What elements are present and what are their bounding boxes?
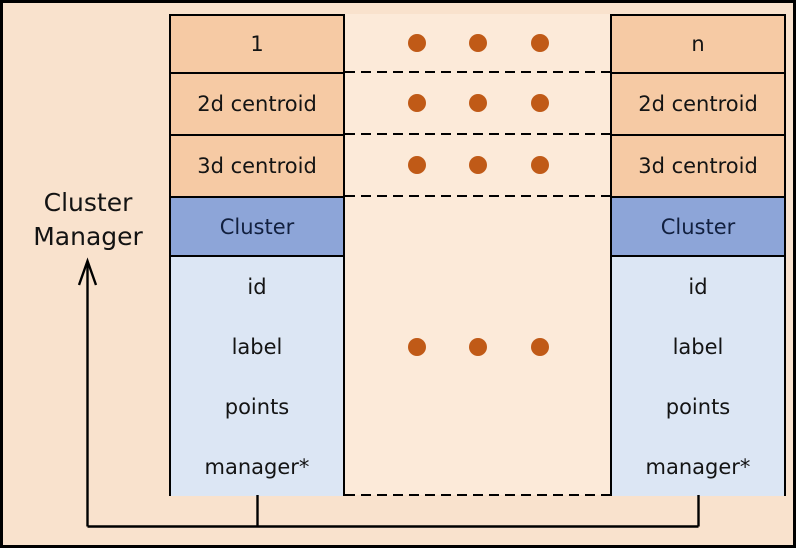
ellipsis-dot [408,34,426,52]
centroid-2d-cell: 2d centroid [612,74,784,136]
class-name-cell: Cluster [171,198,343,257]
attribute-list: id label points manager* [612,257,784,496]
index-cell: n [612,16,784,74]
ellipsis-dot [531,338,549,356]
ellipsis-dot [469,338,487,356]
ellipsis-dot [531,34,549,52]
attribute-manager-pointer: manager* [645,455,751,479]
cluster-manager-label-line1: Cluster [43,188,133,217]
gap-background [345,14,611,495]
ellipsis-dot [408,338,426,356]
attribute-list: id label points manager* [171,257,343,496]
attribute-label: label [231,335,283,359]
ellipsis-dot [469,94,487,112]
ellipsis-dot [531,94,549,112]
attribute-manager-pointer: manager* [204,455,310,479]
ellipsis-dot [408,94,426,112]
attribute-points: points [665,395,731,419]
row1-continuation-dashed-line [345,71,611,73]
row2-continuation-dashed-line [345,133,611,135]
ellipsis-dot [408,156,426,174]
centroid-3d-cell: 3d centroid [612,136,784,198]
attribute-label: label [672,335,724,359]
centroid-3d-cell: 3d centroid [171,136,343,198]
attribute-id: id [247,275,267,299]
cluster-object-table-n: n 2d centroid 3d centroid Cluster id lab… [610,14,786,496]
ellipsis-dot [531,156,549,174]
cluster-manager-label: Cluster Manager [3,186,173,254]
arrowhead-up-icon [77,257,98,286]
index-cell: 1 [171,16,343,74]
cluster-object-table-1: 1 2d centroid 3d centroid Cluster id lab… [169,14,345,496]
ellipsis-dot [469,34,487,52]
attribute-id: id [688,275,708,299]
bottom-continuation-dashed-line [169,494,786,496]
cluster-manager-label-line2: Manager [33,222,143,251]
centroid-2d-cell: 2d centroid [171,74,343,136]
attribute-points: points [224,395,290,419]
class-name-cell: Cluster [612,198,784,257]
row3-continuation-dashed-line [345,195,611,197]
ellipsis-dot [469,156,487,174]
